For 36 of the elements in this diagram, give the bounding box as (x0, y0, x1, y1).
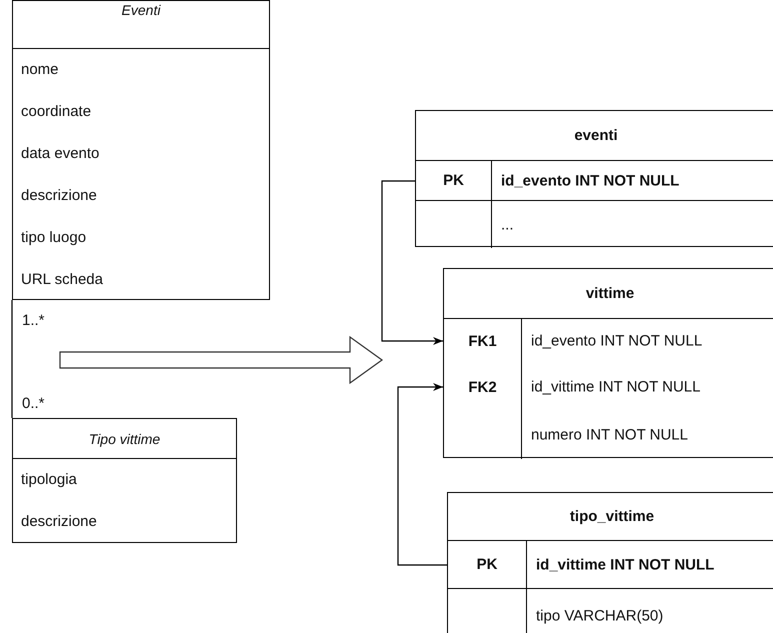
class-name: Tipo vittime (88, 430, 160, 447)
class-box (12, 0, 270, 300)
association-line (11, 300, 13, 418)
arrow (381, 180, 443, 345)
attribute: coordinate (21, 103, 92, 121)
column-field: id_evento INT NOT NULL (531, 332, 702, 350)
column-field: tipo VARCHAR(50) (536, 608, 664, 624)
column-field: numero INT NOT NULL (531, 426, 688, 444)
table-box (415, 110, 773, 247)
attribute: descrizione (21, 187, 97, 205)
class-name: Eventi (122, 1, 160, 18)
table-name: vittime (586, 285, 634, 302)
attribute: data evento (21, 145, 100, 163)
table-box (443, 268, 773, 458)
column-field: id_vittime INT NOT NULL (536, 556, 714, 573)
attribute: tipo luogo (21, 229, 86, 247)
arrow (397, 383, 447, 566)
attribute: nome (21, 61, 59, 79)
column-field: id_evento INT NOT NULL (501, 172, 680, 189)
table-row (448, 541, 773, 589)
attribute: tipologia (21, 471, 77, 489)
column-field: id_vittime INT NOT NULL (531, 378, 700, 396)
attribute: descrizione (21, 513, 97, 531)
key-marker: PK (476, 556, 498, 573)
table-name: tipo_vittime (570, 508, 654, 525)
attribute: URL scheda (21, 271, 103, 289)
key-marker: FK1 (468, 332, 497, 350)
multiplicity-label: 1..* (22, 312, 45, 329)
key-marker: FK2 (468, 378, 497, 396)
table-row (416, 161, 773, 201)
column-field: ... (501, 216, 514, 233)
table-box (447, 492, 773, 633)
class-box (12, 418, 237, 543)
table-name: eventi (574, 127, 618, 144)
multiplicity-label: 0..* (22, 395, 45, 412)
key-marker: PK (443, 172, 464, 189)
